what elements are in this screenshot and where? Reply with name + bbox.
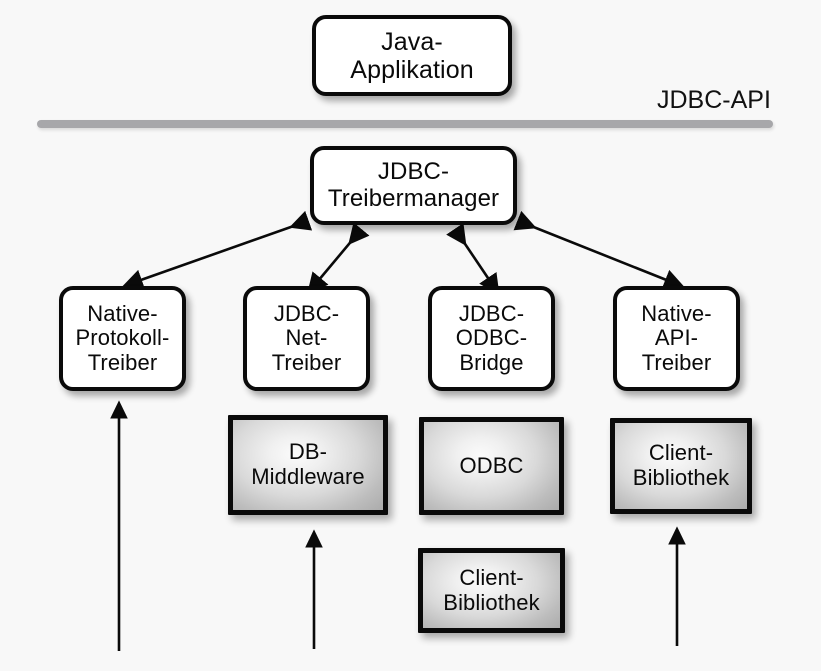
node-odbc[interactable]: ODBC — [419, 417, 564, 515]
jdbc-api-label: JDBC-API — [657, 86, 771, 114]
node-client-library-odbc[interactable]: Client- Bibliothek — [418, 548, 565, 633]
link-manager-jdbc-odbc — [446, 222, 500, 296]
node-jdbc-odbc-bridge[interactable]: JDBC- ODBC- Bridge — [428, 286, 555, 391]
node-client-library-native[interactable]: Client- Bibliothek — [610, 418, 752, 514]
jdbc-api-separator-bar — [37, 120, 773, 128]
link-manager-native-protocol — [122, 210, 313, 290]
node-db-middleware[interactable]: DB- Middleware — [228, 415, 388, 515]
link-manager-native-api — [513, 210, 685, 290]
node-java-application[interactable]: Java- Applikation — [312, 15, 512, 96]
node-native-protocol-driver[interactable]: Native- Protokoll- Treiber — [59, 286, 186, 391]
node-jdbc-driver-manager[interactable]: JDBC- Treibermanager — [310, 146, 517, 225]
node-native-api-driver[interactable]: Native- API- Treiber — [613, 286, 740, 391]
node-jdbc-net-driver[interactable]: JDBC- Net- Treiber — [243, 286, 370, 391]
link-manager-jdbc-net — [307, 222, 370, 294]
